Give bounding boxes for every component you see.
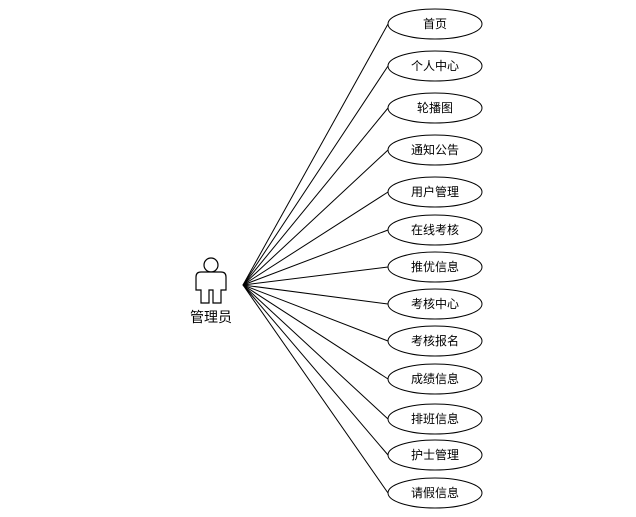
association-line (242, 149, 389, 286)
use-case: 通知公告 (387, 134, 483, 166)
association-line (242, 284, 389, 342)
association-line (242, 284, 389, 494)
use-case-ellipse (387, 92, 483, 124)
use-case-label: 成绩信息 (411, 371, 459, 386)
use-case: 请假信息 (387, 477, 483, 509)
use-case-ellipse (387, 50, 483, 82)
actor-name: 管理员 (190, 310, 232, 326)
association-line (242, 284, 389, 305)
use-case: 用户管理 (387, 176, 483, 208)
use-case-label: 通知公告 (411, 143, 459, 157)
use-case-ellipse (387, 8, 483, 40)
use-case-label: 轮播图 (417, 101, 453, 115)
use-case: 推优信息 (387, 251, 483, 283)
use-case: 成绩信息 (387, 363, 483, 395)
stick-figure-actor-icon (195, 257, 227, 304)
association-line (242, 107, 389, 286)
use-case-label: 首页 (423, 17, 447, 31)
use-case-label: 用户管理 (411, 184, 459, 199)
use-case-ellipse (387, 214, 483, 246)
use-case-ellipse (387, 134, 483, 166)
association-line (242, 284, 389, 456)
association-line (242, 191, 389, 286)
use-case-ellipse (387, 288, 483, 320)
association-line (242, 229, 389, 286)
association-line (242, 284, 389, 380)
use-case-list: 首页个人中心轮播图通知公告用户管理在线考核推优信息考核中心考核报名成绩信息排班信… (387, 8, 483, 509)
association-line (242, 65, 389, 286)
use-case-label: 护士管理 (411, 447, 459, 462)
use-case: 考核中心 (387, 288, 483, 320)
use-case-ellipse (387, 439, 483, 471)
use-case: 护士管理 (387, 439, 483, 471)
use-case-label: 推优信息 (411, 259, 459, 274)
use-case-label: 个人中心 (411, 58, 459, 73)
use-case: 考核报名 (387, 325, 483, 357)
use-case-ellipse (387, 325, 483, 357)
association-line (242, 23, 389, 286)
actor-figure: 管理员 (190, 257, 232, 326)
use-case-ellipse (387, 176, 483, 208)
use-case-ellipse (387, 477, 483, 509)
use-case-ellipse (387, 363, 483, 395)
use-case-label: 排班信息 (411, 411, 459, 426)
use-case-label: 请假信息 (411, 485, 459, 500)
use-case: 排班信息 (387, 403, 483, 435)
use-case-label: 在线考核 (411, 223, 459, 237)
use-case: 首页 (387, 8, 483, 40)
use-case: 个人中心 (387, 50, 483, 82)
use-case: 在线考核 (387, 214, 483, 246)
association-line (242, 284, 389, 420)
use-case: 轮播图 (387, 92, 483, 124)
association-lines (242, 23, 389, 494)
association-line (242, 266, 389, 286)
use-case-ellipse (387, 403, 483, 435)
use-case-ellipse (387, 251, 483, 283)
use-case-label: 考核报名 (411, 333, 459, 348)
use-case-label: 考核中心 (411, 296, 459, 311)
